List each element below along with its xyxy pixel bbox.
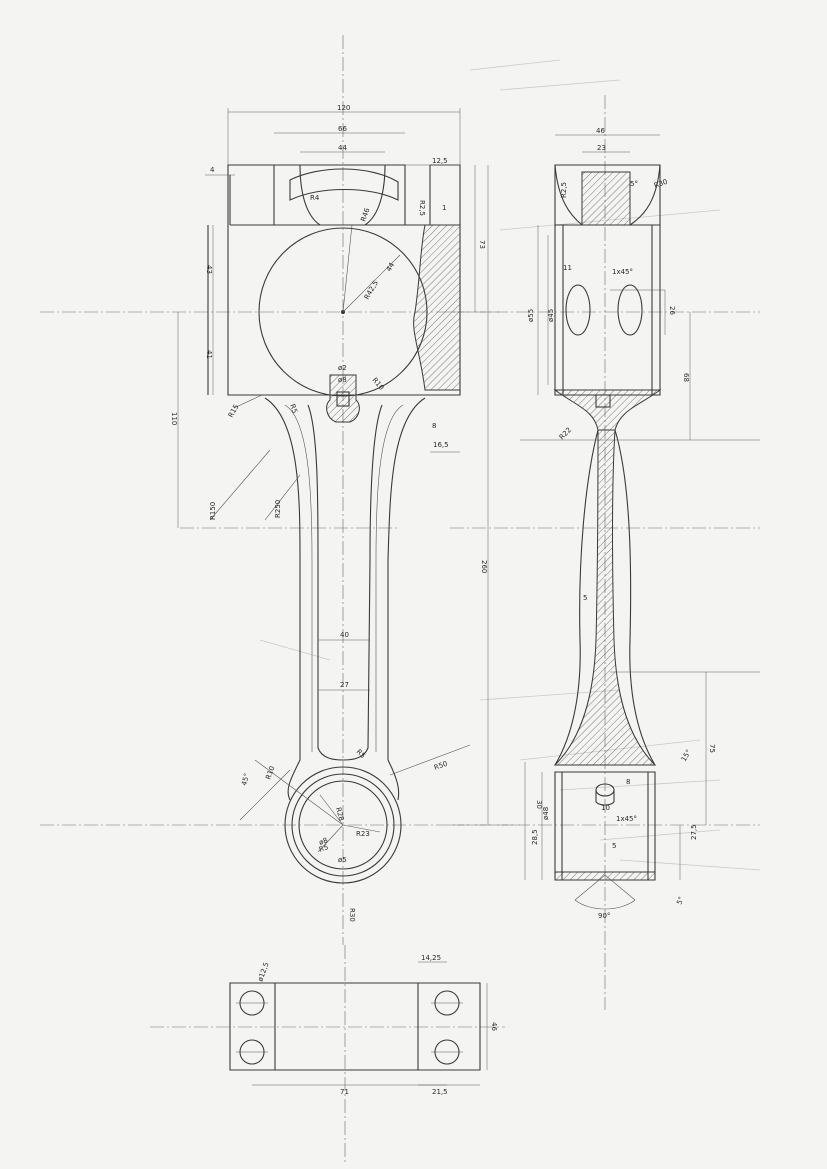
front-view bbox=[40, 35, 520, 945]
dim-label: 27 bbox=[340, 681, 349, 689]
dim-label: 10 bbox=[601, 804, 610, 812]
dim-label: R30 bbox=[653, 178, 669, 190]
dim-label: 75 bbox=[708, 744, 716, 753]
dim-label: R28 bbox=[334, 806, 345, 821]
dim-label: 260 bbox=[480, 560, 488, 573]
dim-label: 46 bbox=[596, 127, 605, 135]
dim-label: 44 bbox=[385, 261, 397, 273]
dim-label: ø48 bbox=[542, 807, 550, 820]
dim-label: R5 bbox=[318, 843, 330, 854]
dim-label: 5 bbox=[583, 594, 587, 602]
dim-label: ø12,5 bbox=[256, 961, 270, 982]
cap-view-labels: ø12,5 14,25 46 71 21,5 bbox=[256, 954, 498, 1096]
dim-label: R22 bbox=[558, 426, 573, 441]
dim-label: R30 bbox=[348, 908, 356, 922]
side-view-dimension-lines bbox=[520, 134, 760, 880]
dim-label: 68 bbox=[682, 373, 690, 382]
dim-label: 5 bbox=[612, 842, 616, 850]
dim-label: 1 bbox=[442, 204, 446, 212]
dim-label: R250 bbox=[274, 500, 282, 518]
dim-label: ø2 bbox=[338, 364, 347, 372]
dim-label: ø8 bbox=[338, 376, 347, 384]
side-view bbox=[450, 95, 760, 1010]
dim-label: 73 bbox=[478, 240, 486, 249]
dim-label: 28,5 bbox=[531, 829, 539, 845]
cap-bottom-view bbox=[150, 945, 505, 1165]
dim-label: 16,5 bbox=[433, 441, 449, 449]
dim-label: 11 bbox=[563, 264, 572, 272]
dim-label: 21,5 bbox=[432, 1088, 448, 1096]
dim-label: ø8 bbox=[318, 836, 329, 847]
dim-label: 40 bbox=[340, 631, 349, 639]
dim-label: R2,5 bbox=[560, 182, 568, 198]
dim-label: 23 bbox=[597, 144, 606, 152]
dim-label: 26 bbox=[668, 306, 676, 315]
dim-label: 5° bbox=[630, 180, 638, 188]
dim-label: 41 bbox=[205, 350, 213, 359]
dim-label: 44 bbox=[338, 144, 347, 152]
dim-label: 1x45° bbox=[616, 815, 637, 823]
dim-label: R150 bbox=[209, 502, 217, 520]
dim-label: ø5 bbox=[338, 856, 347, 864]
dim-label: 1x45° bbox=[612, 268, 633, 276]
dim-label: R10 bbox=[370, 376, 385, 392]
dim-label: R23 bbox=[356, 830, 370, 838]
dim-label: 45° bbox=[240, 772, 251, 786]
dim-label: 14,25 bbox=[421, 954, 441, 962]
dim-label: 30 bbox=[535, 800, 543, 809]
dim-label: R50 bbox=[433, 760, 449, 772]
dim-label: 120 bbox=[337, 104, 350, 112]
dim-label: 110 bbox=[170, 412, 178, 425]
dim-label: 27,5 bbox=[690, 824, 698, 840]
dim-label: ø45 bbox=[547, 309, 555, 322]
dim-label: R2,5 bbox=[418, 200, 426, 216]
front-view-labels: 120 66 44 12,5 4 R4 R46 R2,5 1 73 43 R42… bbox=[170, 104, 488, 922]
dim-label: R4 bbox=[310, 194, 320, 202]
dim-label: R10 bbox=[264, 765, 276, 781]
dim-label: R15 bbox=[227, 403, 241, 419]
dim-label: 90° bbox=[598, 912, 610, 920]
dim-label: R5 bbox=[288, 403, 299, 415]
front-view-dimension-lines bbox=[177, 108, 489, 825]
dim-label: 71 bbox=[340, 1088, 349, 1096]
dim-label: 4 bbox=[210, 166, 215, 174]
dim-label: 46 bbox=[490, 1022, 498, 1031]
dim-label: ø55 bbox=[527, 309, 535, 322]
dim-label: 43 bbox=[205, 265, 213, 274]
dim-label: 66 bbox=[338, 125, 347, 133]
dim-label: 8 bbox=[626, 778, 630, 786]
side-view-labels: 46 23 R2,5 5° R30 11 1x45° ø55 ø45 26 68… bbox=[527, 127, 716, 920]
dim-label: 5° bbox=[675, 895, 685, 905]
dim-label: R42,5 bbox=[363, 279, 380, 301]
dim-label: 15° bbox=[680, 748, 693, 763]
dim-label: 8 bbox=[432, 422, 436, 430]
dim-label: 12,5 bbox=[432, 157, 448, 165]
